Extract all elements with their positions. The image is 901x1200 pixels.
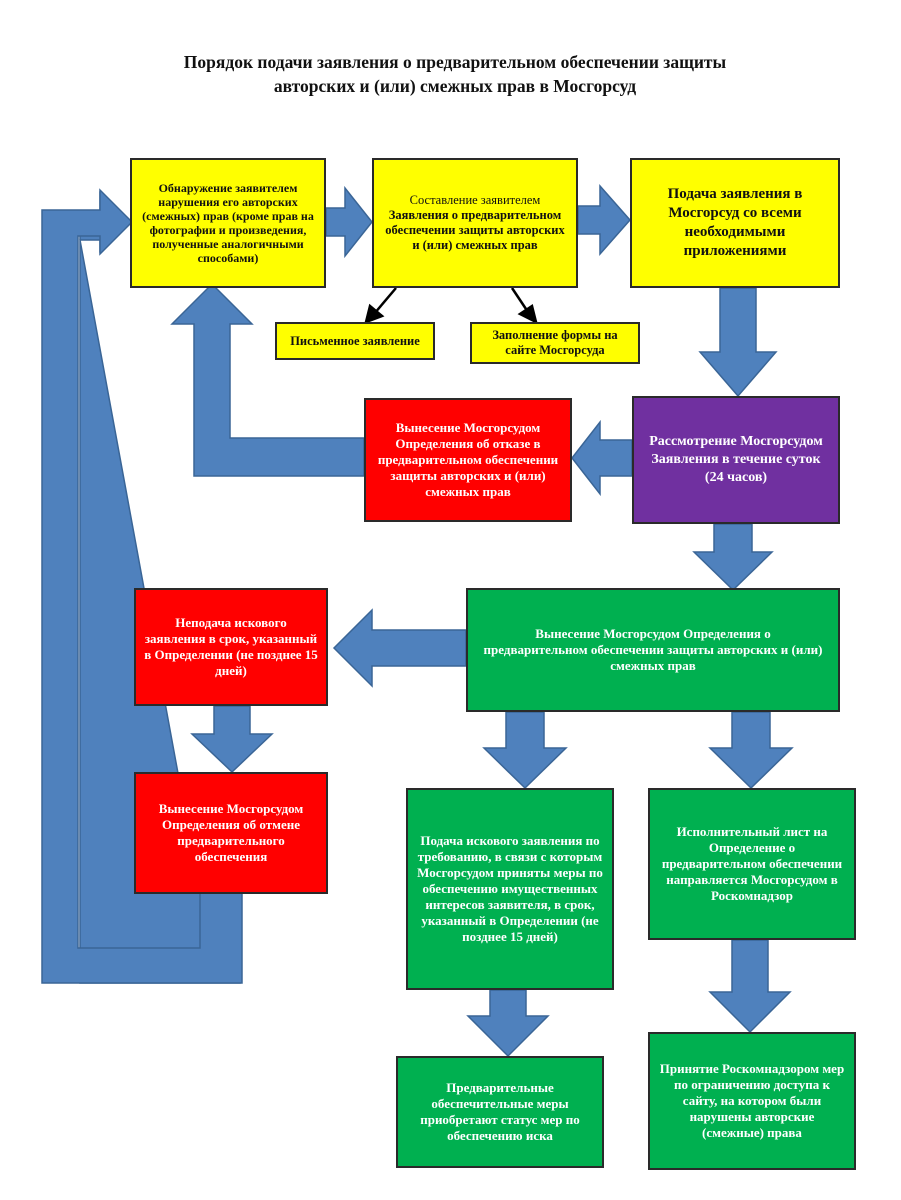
arrow-ruling-to-writ [708,711,794,790]
arrow-claim-to-preliminary [466,989,550,1058]
box-no-claim-text: Неподача искового заявления в срок, указ… [144,615,318,678]
box-rkn-measures: Принятие Роскомнадзором мер по ограничен… [648,1032,856,1170]
box-refusal: Вынесение Мосгорсудом Определения об отк… [364,398,572,522]
box-review-text: Рассмотрение Мосгорсудом Заявления в теч… [649,434,823,485]
box-preliminary-measures-text: Предварительные обеспечительные меры при… [420,1080,580,1143]
arrow-compose-to-online [510,287,530,313]
box-claim-filed-text: Подача искового заявления по требованию,… [417,833,603,944]
box-discovery-text: Обнаружение заявителем нарушения его авт… [142,181,314,265]
arrow-writ-to-rkn [708,939,792,1034]
title-line-1: Порядок подачи заявления о предварительн… [183,52,727,72]
box-preliminary-measures: Предварительные обеспечительные меры при… [396,1056,604,1168]
box-written-text: Письменное заявление [290,333,420,348]
box-claim-filed: Подача искового заявления по требованию,… [406,788,614,990]
arrow-compose-to-written [373,287,397,315]
box-compose: Составление заявителем Заявления о предв… [372,158,578,288]
box-rkn-measures-text: Принятие Роскомнадзором мер по ограничен… [659,1061,845,1140]
arrow-review-to-refusal [571,419,633,497]
page-title: Порядок подачи заявления о предварительн… [60,50,850,98]
box-cancellation-text: Вынесение Мосгорсудом Определения об отм… [158,801,304,864]
box-cancellation: Вынесение Мосгорсудом Определения об отм… [134,772,328,894]
box-written: Письменное заявление [275,322,435,360]
box-discovery: Обнаружение заявителем нарушения его авт… [130,158,326,288]
box-submit-text: Подача заявления в Мосгорсуд со всеми не… [667,186,803,259]
box-refusal-text: Вынесение Мосгорсудом Определения об отк… [377,420,559,499]
box-no-claim: Неподача искового заявления в срок, указ… [134,588,328,706]
arrow-compose-to-submit [577,184,632,256]
return-loop-body [41,188,243,984]
title-line-2: авторских и (или) смежных прав в Мосгорс… [273,76,637,96]
arrow-compose-to-written-head [364,303,385,325]
arrow-ruling-to-noclaim [332,608,467,688]
arrow-compose-to-online-head [517,303,538,325]
box-ruling: Вынесение Мосгорсудом Определения о пред… [466,588,840,712]
arrow-review-to-ruling [692,523,774,592]
box-compose-text: Заявления о предварительном обеспечении … [385,208,565,252]
box-writ-text: Исполнительный лист на Определение о пре… [661,824,843,903]
arrow-discovery-to-compose [325,185,373,259]
arrow-noclaim-to-cancellation [190,705,274,774]
box-review: Рассмотрение Мосгорсудом Заявления в теч… [632,396,840,524]
box-online-form-text: Заполнение формы на сайте Мосгорсуда [492,328,618,357]
arrow-ruling-to-claim [482,711,568,790]
box-compose-prefix: Составление заявителем [409,193,541,207]
arrow-submit-to-review [698,287,778,398]
box-online-form: Заполнение формы на сайте Мосгорсуда [470,322,640,364]
box-ruling-text: Вынесение Мосгорсудом Определения о пред… [483,626,823,673]
arrow-refusal-to-discovery [170,282,365,477]
box-writ: Исполнительный лист на Определение о пре… [648,788,856,940]
box-submit: Подача заявления в Мосгорсуд со всеми не… [630,158,840,288]
